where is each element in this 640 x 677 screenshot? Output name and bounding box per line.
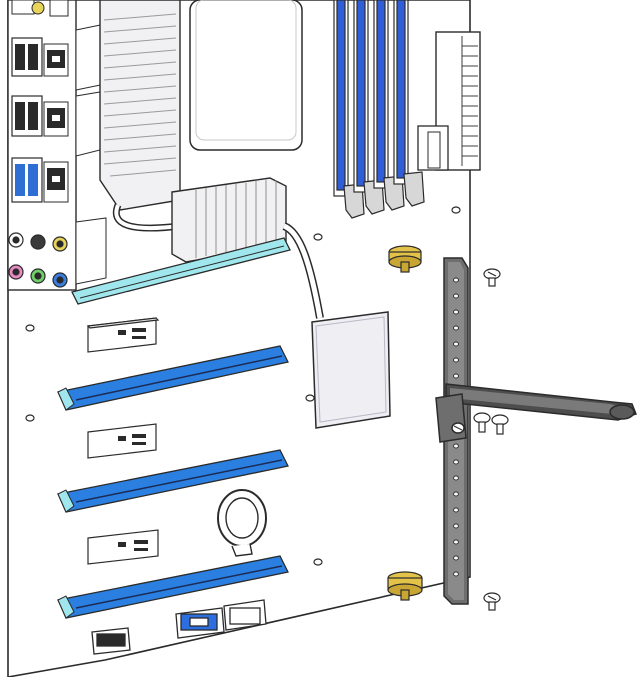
screw-pair-bracket <box>473 412 509 435</box>
usb-port-group-1 <box>11 37 69 77</box>
brass-standoff-bottom <box>387 571 423 601</box>
vrm-heatsink <box>99 0 181 232</box>
small-ics <box>86 317 160 565</box>
atx-power-connector <box>417 31 481 171</box>
gpu-support-bracket <box>435 257 637 605</box>
dimm-slots <box>333 0 425 219</box>
header-black <box>91 627 131 655</box>
cpu-socket-cover <box>189 0 303 151</box>
brass-standoff-top <box>388 245 422 273</box>
usb3-lan-group <box>11 157 69 203</box>
usb-port-group-2 <box>11 95 69 137</box>
io-panel <box>7 0 116 291</box>
pcie-slot-2 <box>57 345 289 411</box>
screw-bottom <box>483 592 501 611</box>
dimm-slot-3 <box>373 0 405 211</box>
chipset-heatsink <box>171 177 324 319</box>
audio-jacks <box>8 232 68 288</box>
brass-standoffs <box>387 245 423 601</box>
cmos-battery <box>217 489 267 557</box>
bottom-headers <box>91 599 267 655</box>
small-ic-3 <box>87 529 159 565</box>
dimm-slot-4 <box>393 0 425 207</box>
header-white <box>223 599 267 631</box>
pcie-slot-1 <box>71 237 291 305</box>
pcie-slot-3 <box>57 449 289 513</box>
header-blue <box>175 607 225 639</box>
audio-jack-black <box>30 234 46 250</box>
pch-chip <box>311 311 391 429</box>
pcie-slots <box>57 237 291 619</box>
small-ic-2 <box>87 423 157 459</box>
screw-top <box>483 268 501 287</box>
mounting-screws <box>473 268 509 611</box>
pcie-slot-4 <box>57 555 289 619</box>
small-ic-1 <box>86 317 160 353</box>
audio-jack-yellow-top <box>31 1 45 15</box>
